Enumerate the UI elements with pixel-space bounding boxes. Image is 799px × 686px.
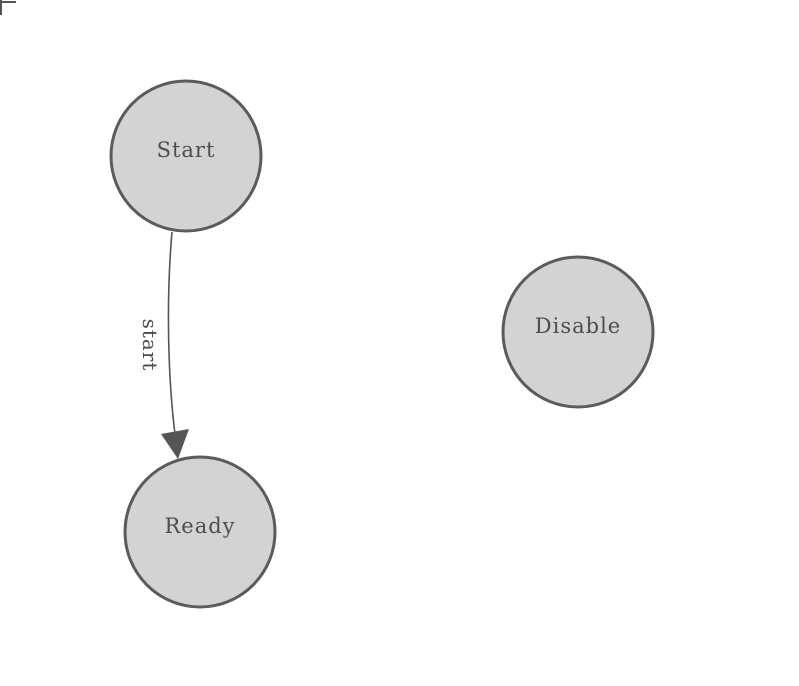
node-start[interactable]: Start	[109, 79, 263, 233]
node-disable-label: Disable	[535, 314, 621, 338]
edge-arrowhead-icon	[161, 429, 189, 459]
edge-line	[167, 231, 176, 435]
node-disable-circle	[501, 255, 655, 409]
edge-label[interactable]: start	[138, 319, 162, 372]
node-start-circle	[109, 79, 263, 233]
canvas-corner-mark	[0, 0, 16, 15]
node-ready[interactable]: Ready	[123, 455, 277, 609]
node-ready-circle	[123, 455, 277, 609]
node-ready-label: Ready	[164, 514, 235, 538]
node-start-label: Start	[157, 138, 216, 162]
node-disable[interactable]: Disable	[501, 255, 655, 409]
edge-start-ready[interactable]: start	[138, 231, 189, 459]
